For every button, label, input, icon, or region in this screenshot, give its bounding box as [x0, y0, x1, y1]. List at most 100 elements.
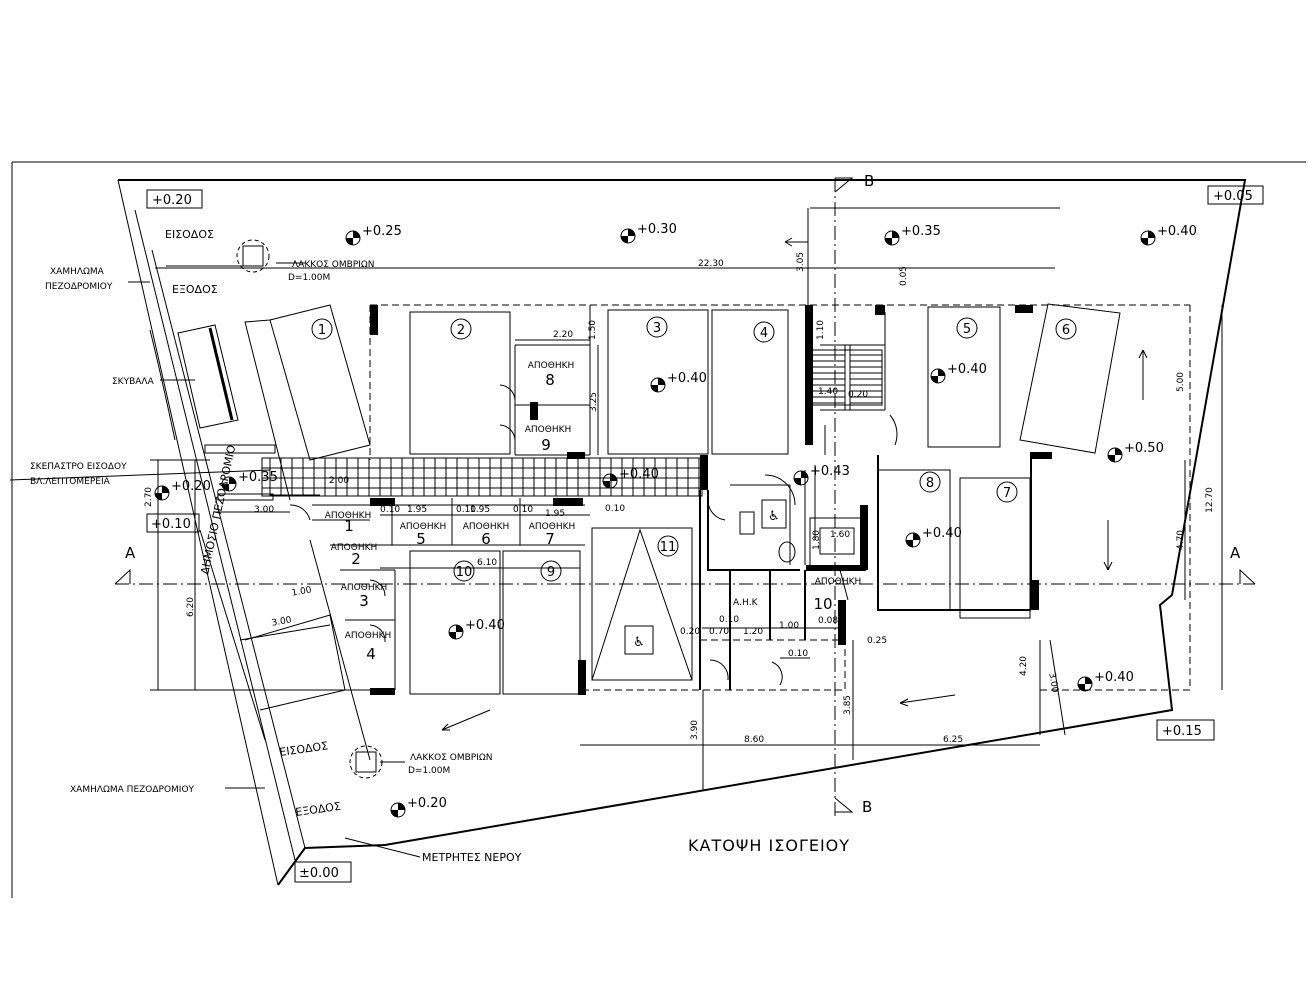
curb-drop-top-label-2: ΠΕΖΟΔΡΟΜΙΟΥ	[45, 282, 113, 292]
dimension-d010f: 0.10	[788, 649, 808, 659]
level-marker-l8: +0.43	[793, 464, 850, 486]
dimension-d100a: 1.00	[291, 585, 313, 598]
dimension-d010b: 0.10	[456, 505, 476, 515]
parking-number-3: 3	[646, 316, 668, 338]
svg-text:4: 4	[366, 645, 376, 663]
level-marker-l11: +0.40	[448, 618, 505, 640]
water-meters-label: ΜΕΤΡΗΤΕΣ ΝΕΡΟΥ	[422, 851, 522, 864]
plot-boundary	[117, 179, 1247, 886]
level-value: +0.50	[1124, 441, 1164, 456]
level-box-left-mid: +0.10	[146, 513, 200, 533]
ahk-label: Α.Η.Κ	[733, 598, 759, 608]
section-b-top: B	[864, 172, 874, 190]
curb-drop-top-label-1: ΧΑΜΗΛΩΜΑ	[50, 267, 105, 277]
rain-pit-top-depth: D=1.00M	[288, 273, 330, 283]
dimension-d025: 0.25	[867, 636, 887, 646]
drawing-title: ΚΑΤΟΨΗ ΙΣΟΓΕΙΟΥ	[688, 836, 850, 855]
dimension-d140: 1.40	[818, 387, 838, 397]
svg-text:♿: ♿	[768, 509, 780, 524]
dimension-d110: 1.10	[816, 320, 826, 340]
level-marker-l14: +0.35	[221, 470, 278, 492]
svg-text:10: 10	[456, 565, 473, 580]
dimension-d120: 1.20	[743, 627, 763, 637]
svg-text:ΑΠΟΘΗΚΗ: ΑΠΟΘΗΚΗ	[525, 425, 572, 435]
exit-bottom-label: ΕΞΟΔΟΣ	[295, 800, 342, 819]
parking-bay-1	[269, 304, 371, 461]
svg-text:ΑΠΟΘΗΚΗ: ΑΠΟΘΗΚΗ	[463, 522, 510, 532]
dimension-d470: 4.70	[1176, 530, 1186, 550]
parking-bay-7	[959, 477, 1031, 619]
interior-walls	[312, 305, 1052, 695]
dimension-d010d: 0.10	[605, 504, 625, 514]
dimension-d010a: 0.10	[380, 505, 400, 515]
dimension-d008: 0.08	[818, 616, 838, 626]
curb-drop-bottom-label: ΧΑΜΗΛΩΜΑ ΠΕΖΟΔΡΟΜΙΟΥ	[70, 785, 195, 795]
level-box-top-right: +0.05	[1207, 185, 1264, 205]
stair-core: ♿	[289, 344, 898, 686]
public-sidewalk-label: ΔΗΜΟΣΙΟ ΠΕΖΟΔΡΟΜΙΟ	[198, 444, 238, 576]
dimension-d625: 6.25	[943, 735, 963, 745]
level-marker-l4: +0.40	[1140, 224, 1197, 246]
level-value: +0.40	[1157, 224, 1197, 239]
level-value: +0.43	[810, 464, 850, 479]
parking-bay-10	[409, 550, 501, 695]
dimension-d300b: 3.00	[271, 615, 293, 628]
svg-text:ΑΠΟΘΗΚΗ: ΑΠΟΘΗΚΗ	[528, 361, 575, 371]
svg-text:♿: ♿	[633, 635, 645, 650]
parking-number-11: 11	[657, 535, 679, 557]
level-value: +0.40	[1094, 670, 1134, 685]
dimension-lines	[150, 207, 1223, 790]
parking-number-5: 5	[956, 317, 978, 339]
level-marker-l5: +0.40	[650, 371, 707, 393]
level-marker-l2: +0.30	[620, 222, 677, 244]
svg-text:9: 9	[541, 436, 551, 454]
svg-text:ΑΠΟΘΗΚΗ: ΑΠΟΘΗΚΗ	[325, 511, 372, 521]
parking-bay-4	[711, 309, 789, 455]
svg-text:ΑΠΟΘΗΚΗ: ΑΠΟΘΗΚΗ	[529, 522, 576, 532]
dimension-d300a: 3.00	[254, 505, 274, 515]
dimension-d1270: 12.70	[1205, 487, 1215, 513]
svg-text:11: 11	[660, 540, 677, 555]
parking-number-4: 4	[753, 321, 775, 343]
parking-bay-9	[502, 550, 581, 695]
svg-text:+0.15: +0.15	[1162, 724, 1202, 739]
dimension-d220: 2.20	[553, 330, 573, 340]
parking-bay-3	[607, 309, 709, 455]
parking-bay-6	[1019, 303, 1121, 454]
dimension-d100b: 1.00	[779, 621, 799, 631]
parking-number-6: 6	[1055, 318, 1077, 340]
dimension-d195a: 1.95	[407, 505, 427, 515]
svg-text:9: 9	[547, 565, 555, 580]
level-value: +0.40	[465, 618, 505, 633]
accessible-wc-icon	[761, 499, 787, 529]
svg-text:1: 1	[318, 323, 326, 338]
svg-text:5: 5	[963, 322, 971, 337]
level-value: +0.35	[238, 470, 278, 485]
entrance-canopy	[149, 324, 276, 501]
flow-arrows	[441, 237, 1148, 731]
level-marker-l7: +0.50	[1107, 441, 1164, 463]
section-a-right: A	[1230, 544, 1241, 562]
level-marker-l15: +0.20	[390, 796, 447, 818]
svg-text:+0.20: +0.20	[152, 193, 192, 208]
dimension-d010e: 0.10	[719, 615, 739, 625]
level-value: +0.20	[171, 479, 211, 494]
level-value: +0.40	[947, 362, 987, 377]
dimension-d610: 6.10	[477, 558, 497, 568]
dimension-d385: 3.85	[843, 695, 853, 715]
dimension-d020b: 0.20	[680, 627, 700, 637]
parking-bays: ♿	[199, 303, 1121, 761]
parking-bay-8	[877, 469, 951, 611]
svg-text:6: 6	[481, 530, 491, 548]
svg-text:+0.10: +0.10	[151, 517, 191, 532]
level-marker-l10: +0.40	[905, 526, 962, 548]
level-value: +0.35	[901, 224, 941, 239]
rain-pit-top-label: ΛΑΚΚΟΣ ΟΜΒΡΙΩΝ	[292, 260, 374, 270]
